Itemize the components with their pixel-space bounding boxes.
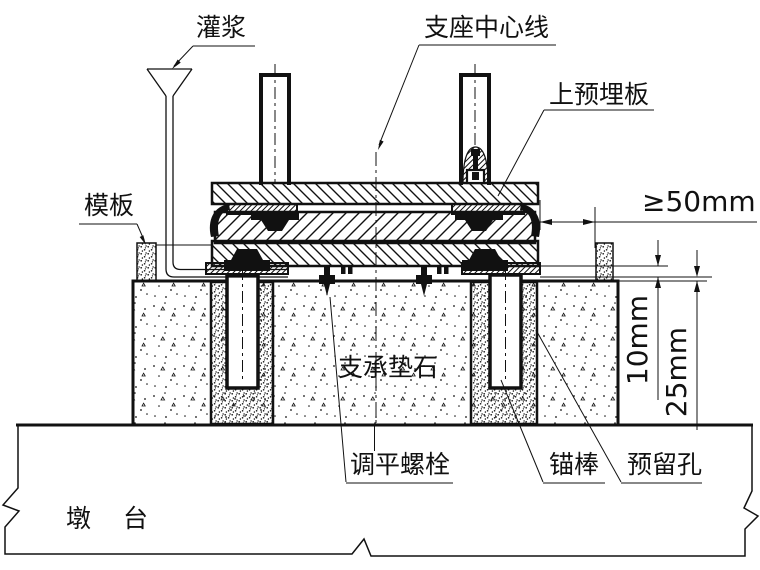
dimension-side-gap: ≥50mm: [539, 185, 757, 248]
grout-thickness-value: 10mm: [621, 295, 654, 385]
bolt-pad: [341, 267, 346, 274]
upper-anchor-left: [251, 212, 299, 231]
funnel: [146, 68, 193, 97]
arrow-down: [655, 255, 661, 266]
label-grouting: 灌浆: [172, 13, 255, 69]
pier-abutment: 墩 台: [1, 423, 760, 557]
bearing-centerline-label: 支座中心线: [424, 13, 549, 42]
pedestal-label: 支承垫石: [338, 353, 438, 382]
formwork-label: 模板: [84, 191, 134, 220]
leveling-bolt-label: 调平螺栓: [350, 450, 450, 479]
label-formwork: 模板: [79, 191, 146, 245]
leader-arrow: [172, 59, 181, 69]
bolt-pad: [348, 267, 353, 274]
recess-depth-value: 25mm: [660, 327, 693, 417]
bearing-assembly: [205, 64, 541, 296]
dimension-recess-depth: 25mm: [618, 250, 707, 430]
anchor-rod-label: 锚棒: [549, 450, 599, 479]
reserved-hole-label: 预留孔: [627, 450, 702, 479]
tube: [165, 96, 288, 278]
leader-line: [497, 109, 545, 197]
arrow-right: [583, 219, 595, 225]
leader-line: [378, 44, 420, 146]
formwork-left: [136, 242, 157, 282]
leveling-bolt-right: [416, 267, 432, 296]
label-anchor-rod: 锚棒: [500, 379, 605, 484]
anchor-bolt-tip: [472, 172, 479, 180]
leader-arrow: [378, 139, 384, 150]
pier-label: 墩 台: [66, 504, 160, 533]
grouting-label: 灌浆: [196, 13, 246, 42]
arrow-left: [540, 219, 552, 225]
arrow-up: [694, 281, 700, 292]
upper-anchor-right: [455, 212, 503, 231]
edge-hook-right: [520, 204, 541, 237]
bolt-pad: [444, 267, 449, 274]
leader-arrow: [139, 235, 146, 245]
anchor-bolt-shaft: [473, 156, 478, 172]
edge-hook-left: [209, 204, 230, 237]
leader-line: [535, 329, 622, 483]
arrow-down: [694, 266, 700, 277]
leveling-bolt-left: [319, 267, 335, 296]
label-bearing-centerline: 支座中心线: [378, 13, 556, 150]
pier-outline: [1, 425, 760, 557]
side-gap-value: ≥50mm: [642, 185, 756, 218]
label-upper-embedded-plate: 上预埋板: [497, 80, 654, 197]
upper-embedded-plate-label: 上预埋板: [549, 80, 649, 109]
formwork-blocks: [136, 242, 614, 282]
anchor-bolt-head: [471, 149, 480, 156]
lower-anchor-left: [224, 249, 270, 271]
dimension-grout-thickness: 10mm: [538, 240, 712, 400]
lower-anchor-right: [462, 249, 508, 271]
leader-line: [329, 296, 347, 483]
leader-line: [500, 379, 544, 483]
formwork-right: [595, 242, 614, 282]
bolt-pad: [437, 267, 442, 274]
upper-embedded-plate: [210, 181, 540, 206]
grout-funnel-tube: [146, 68, 288, 278]
label-reserved-hole: 预留孔: [535, 329, 702, 484]
arrow-up: [655, 277, 661, 288]
label-leveling-bolt: 调平螺栓: [329, 296, 453, 484]
